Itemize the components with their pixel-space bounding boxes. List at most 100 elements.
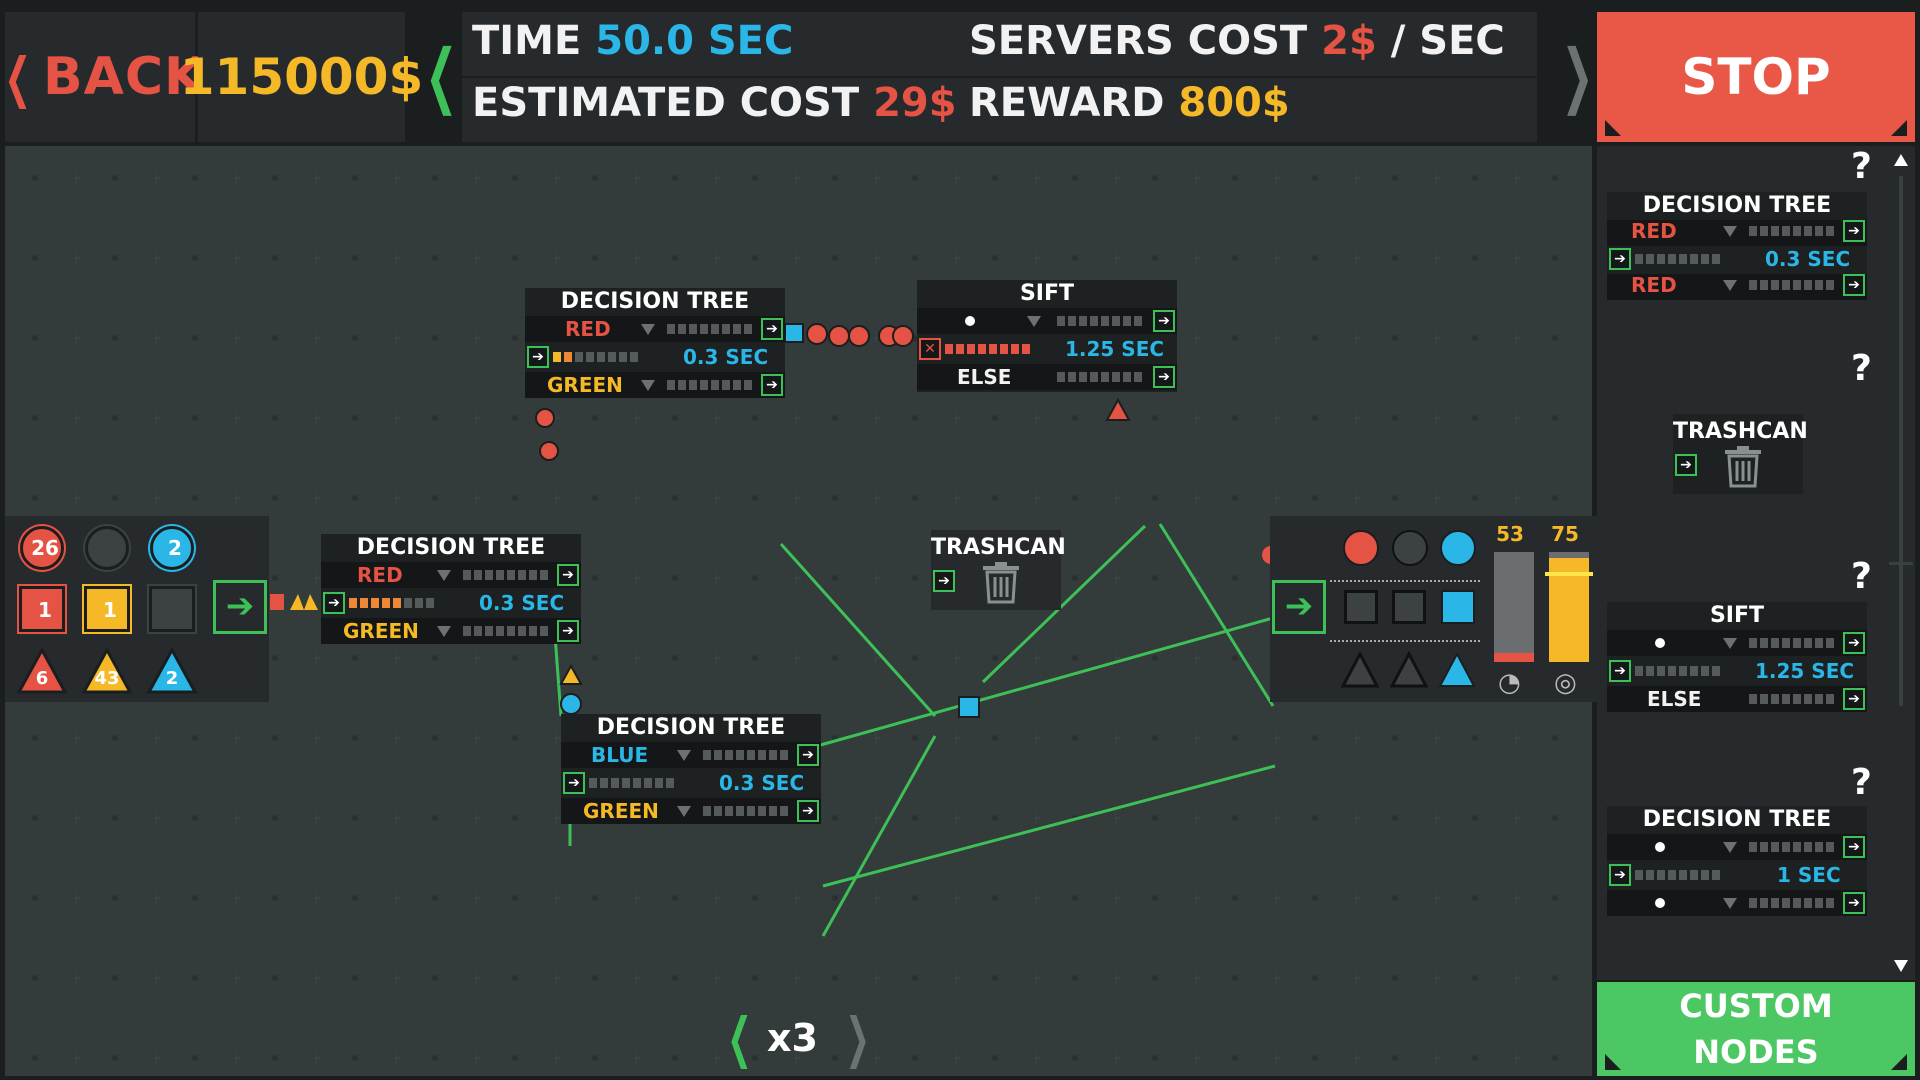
dropdown-chevron-icon[interactable] [1723, 226, 1737, 237]
filter-bottom-select[interactable]: GREEN [547, 373, 623, 397]
palette-decision-tree-color[interactable]: DECISION TREE COLOR RED ➔ ➔ 0.3 SEC RED … [1607, 192, 1867, 300]
output-arrow-icon[interactable]: ➔ [1843, 220, 1865, 242]
filter-bottom-select[interactable]: GREEN [343, 619, 419, 643]
progress-bars [1749, 898, 1834, 908]
progress-bars [1635, 666, 1720, 676]
count-blue-triangle: 2 [165, 668, 179, 689]
speed-up-chevron-icon[interactable]: ❯ [845, 1006, 871, 1069]
input-arrow-icon[interactable]: ➔ [1609, 660, 1631, 682]
input-arrow-icon[interactable]: ➔ [323, 592, 345, 614]
dropdown-chevron-icon[interactable] [437, 626, 451, 637]
filter-any-dot-icon[interactable] [1655, 842, 1665, 852]
source-node[interactable]: 26 2 1 1 6 43 2 ➔ [5, 516, 269, 702]
dropdown-chevron-icon[interactable] [641, 324, 655, 335]
palette-trashcan[interactable]: TRASHCAN ➔ [1673, 414, 1808, 494]
output-arrow-icon[interactable]: ➔ [1153, 310, 1175, 332]
filter-any-dot-icon[interactable] [1655, 898, 1665, 908]
dropdown-chevron-icon[interactable] [437, 570, 451, 581]
output-arrow-icon[interactable]: ➔ [1843, 274, 1865, 296]
output-arrow-icon[interactable]: ➔ [797, 800, 819, 822]
progress-bars [463, 570, 548, 580]
input-arrow-icon[interactable]: ➔ [933, 570, 955, 592]
dropdown-chevron-icon[interactable] [677, 806, 691, 817]
filter-top-select[interactable]: RED [565, 317, 611, 341]
scroll-up-icon[interactable] [1894, 154, 1908, 166]
dropdown-chevron-icon[interactable] [1027, 316, 1041, 327]
progress-bars [463, 626, 548, 636]
progress-bars [1749, 842, 1834, 852]
output-arrow-icon[interactable]: ➔ [1843, 632, 1865, 654]
scroll-down-icon[interactable] [1894, 960, 1908, 972]
sink-node[interactable]: ➔ 53 75 ◔ ◎ [1270, 516, 1597, 702]
custom-nodes-button[interactable]: CUSTOM NODES [1597, 982, 1915, 1076]
input-blocked-icon[interactable]: ✕ [919, 338, 941, 360]
decision-tree-color-node-1[interactable]: DECISION TREE COLOR RED ➔ ➔ 0.3 SEC GREE… [525, 288, 785, 398]
filter-bottom-select[interactable]: RED [1631, 273, 1677, 297]
chevron-left-icon[interactable]: ❮ [425, 34, 458, 116]
sink-input-arrow-icon[interactable]: ➔ [1272, 580, 1326, 634]
output-arrow-icon[interactable]: ➔ [557, 620, 579, 642]
filter-top-select[interactable]: RED [357, 563, 403, 587]
output-arrow-icon[interactable]: ➔ [797, 744, 819, 766]
node-title: TRASHCAN [1673, 419, 1808, 444]
scroll-thumb[interactable] [1899, 176, 1903, 706]
input-arrow-icon[interactable]: ➔ [1609, 248, 1631, 270]
count-red-circle: 26 [31, 536, 59, 560]
input-arrow-icon[interactable]: ➔ [527, 346, 549, 368]
dropdown-chevron-icon[interactable] [1723, 842, 1737, 853]
dropdown-chevron-icon[interactable] [1723, 638, 1737, 649]
input-arrow-icon[interactable]: ➔ [1609, 864, 1631, 886]
output-arrow-icon[interactable]: ➔ [761, 318, 783, 340]
speedometer-icon: ◔ [1498, 668, 1521, 698]
palette-decision-tree-shape[interactable]: DECISION TREE SHAPE ➔ ➔ 1 SEC ➔ [1607, 806, 1867, 916]
input-arrow-icon[interactable]: ➔ [563, 772, 585, 794]
chevron-right-icon[interactable]: ❯ [1561, 34, 1594, 116]
output-arrow-icon[interactable]: ➔ [761, 374, 783, 396]
palette-scrollbar[interactable] [1887, 146, 1915, 980]
filter-any-dot-icon[interactable] [1655, 638, 1665, 648]
help-icon[interactable]: ? [1851, 762, 1872, 803]
progress-bars [553, 352, 638, 362]
trashcan-node[interactable]: TRASHCAN ➔ [931, 530, 1066, 610]
output-arrow-icon[interactable]: ➔ [557, 564, 579, 586]
source-output-arrow-icon[interactable]: ➔ [213, 580, 267, 634]
filter-else-label: ELSE [1647, 687, 1702, 711]
help-icon[interactable]: ? [1851, 556, 1872, 597]
node-palette[interactable]: ? DECISION TREE COLOR RED ➔ ➔ 0.3 SEC RE… [1597, 146, 1897, 980]
output-arrow-icon[interactable]: ➔ [1843, 836, 1865, 858]
progress-bars [1749, 226, 1834, 236]
dropdown-chevron-icon[interactable] [1723, 898, 1737, 909]
gauge-left-fill [1494, 653, 1534, 662]
filter-bottom-select[interactable]: GREEN [583, 799, 659, 823]
time-stat: TIME 50.0 SEC [472, 18, 794, 64]
node-canvas[interactable]: 26 2 1 1 6 43 2 ➔ [5, 146, 1597, 1076]
node-title: DECISION TREE COLOR [596, 715, 786, 768]
palette-sift[interactable]: SIFT ➔ ➔ 1.25 SEC ELSE ➔ [1607, 602, 1867, 712]
dropdown-chevron-icon[interactable] [677, 750, 691, 761]
source-blue-circle [150, 526, 194, 570]
input-arrow-icon[interactable]: ➔ [1675, 454, 1697, 476]
help-icon[interactable]: ? [1851, 348, 1872, 389]
source-red-circle [20, 526, 64, 570]
help-icon[interactable]: ? [1851, 146, 1872, 187]
decision-tree-color-node-3[interactable]: DECISION TREE COLOR BLUE ➔ ➔ 0.3 SEC GRE… [561, 714, 821, 824]
sift-node[interactable]: SIFT ➔ ✕ 1.25 SEC ELSE ➔ [917, 280, 1177, 392]
output-arrow-icon[interactable]: ➔ [1843, 892, 1865, 914]
decision-tree-color-node-2[interactable]: DECISION TREE COLOR RED ➔ ➔ 0.3 SEC GREE… [321, 534, 581, 644]
speed-down-chevron-icon[interactable]: ❮ [727, 1006, 753, 1069]
stop-label: STOP [1681, 48, 1831, 106]
back-button[interactable]: ❮ BACK [4, 12, 204, 142]
filter-any-dot-icon[interactable] [965, 316, 975, 326]
filter-top-select[interactable]: RED [1631, 219, 1677, 243]
dropdown-chevron-icon[interactable] [1723, 280, 1737, 291]
trash-icon [1725, 446, 1761, 488]
dropdown-chevron-icon[interactable] [641, 380, 655, 391]
wire-items-source [270, 594, 318, 610]
node-title: DECISION TREE COLOR [560, 289, 750, 342]
filter-top-select[interactable]: BLUE [591, 743, 649, 767]
output-arrow-icon[interactable]: ➔ [1843, 688, 1865, 710]
output-arrow-icon[interactable]: ➔ [1153, 366, 1175, 388]
estimated-cost-stat: ESTIMATED COST 29$ [472, 80, 957, 126]
stop-button[interactable]: STOP [1597, 12, 1915, 142]
progress-bars [349, 598, 434, 608]
